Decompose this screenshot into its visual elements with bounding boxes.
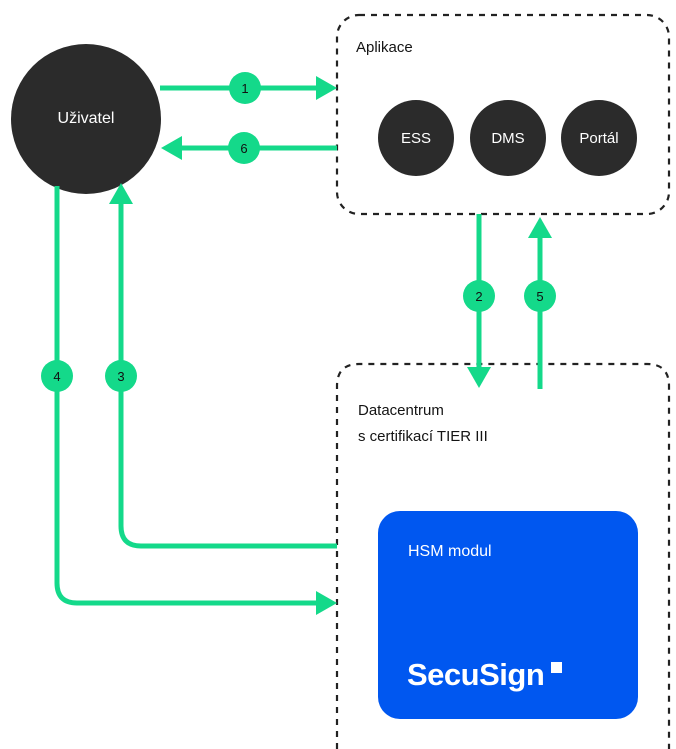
step-badge-2 [463,280,495,312]
arrow-5-head [528,217,552,238]
hsm-module: HSM modul SecuSign [378,511,638,719]
secusign-logo: SecuSign [407,657,545,692]
user-label: Uživatel [57,110,115,127]
app-node-ess [378,100,454,176]
arrow-2-head [467,367,491,388]
user-node [11,44,161,194]
step-number-3: 3 [117,368,125,384]
arrow-6-head [161,136,182,160]
arrow-4-line [54,186,318,606]
datacentrum-title-line1: Datacentrum [358,402,444,419]
arrow-4-head [316,591,337,615]
aplikace-title: Aplikace [356,39,413,56]
app-label-portal: Portál [579,129,619,147]
step-badge-6 [228,132,260,164]
step-badge-5 [524,280,556,312]
arrow-3-head [109,183,133,204]
step-number-6: 6 [240,140,248,156]
step-number-1: 1 [241,80,249,96]
step-badge-4 [41,360,73,392]
app-label-dms: DMS [491,129,525,147]
app-node-portal [561,100,637,176]
step-badge-3 [105,360,137,392]
datacentrum-container [335,362,671,749]
secusign-logo-square-icon [551,662,562,673]
arrow-3-line [118,202,337,549]
arrow-1-head [316,76,337,100]
app-label-ess: ESS [400,129,431,147]
step-number-2: 2 [475,288,483,304]
app-node-dms [470,100,546,176]
step-number-4: 4 [53,368,61,384]
hsm-label: HSM modul [408,543,492,560]
step-badge-1 [229,72,261,104]
aplikace-container [335,13,671,216]
step-number-5: 5 [536,288,544,304]
datacentrum-title-line2: s certifikací TIER III [358,428,488,445]
